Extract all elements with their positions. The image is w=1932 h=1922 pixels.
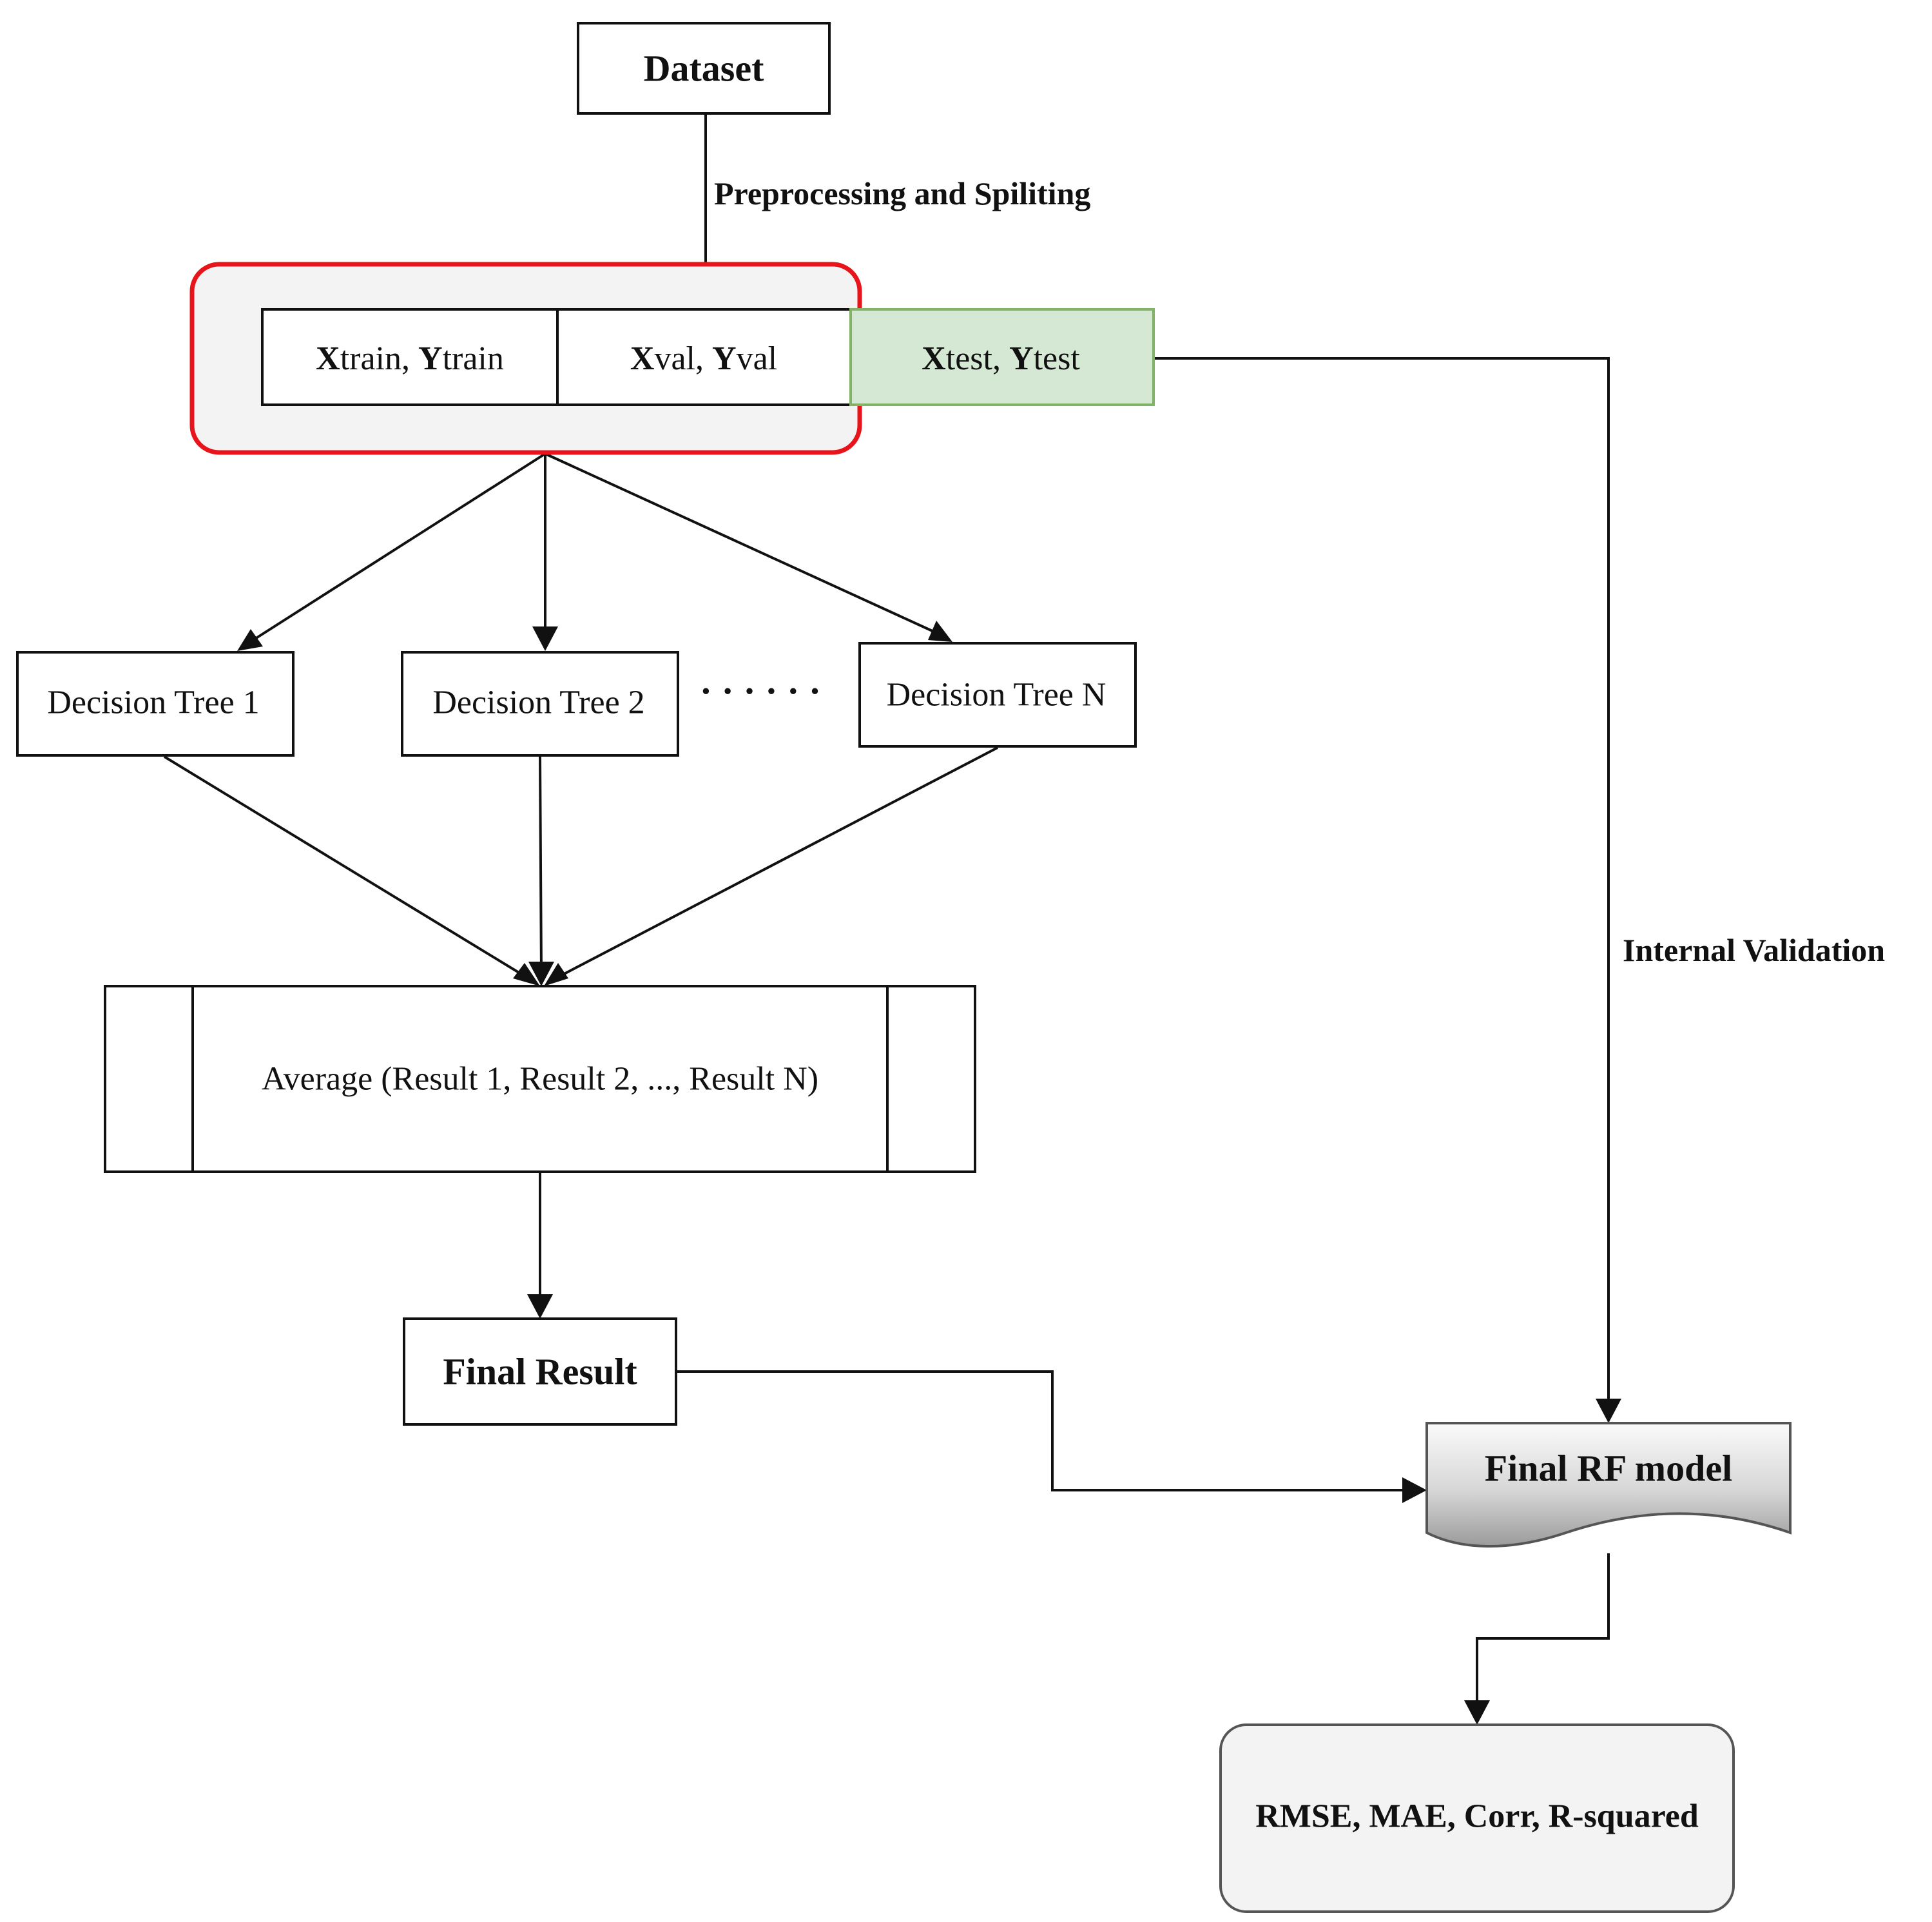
decision-tree-1-label: Decision Tree 1 [47,684,259,721]
train-y: Y [418,340,443,377]
metrics-node: RMSE, MAE, Corr, R-squared [1219,1723,1735,1913]
arrowhead-average-3 [544,963,568,986]
dataset-node: Dataset [577,22,831,115]
decision-tree-n-label: Decision Tree N [887,677,1106,713]
test-x: X [922,340,946,377]
decision-tree-n-node: Decision Tree N [858,642,1137,748]
test-y: Y [1009,340,1034,377]
arrowhead-tree1 [237,629,263,651]
decision-tree-1-node: Decision Tree 1 [16,651,295,757]
val-node: Xval, Yval [556,308,854,406]
decision-tree-2-node: Decision Tree 2 [401,651,679,757]
arrowhead-final-result [527,1294,553,1319]
train-y-rest: train [443,340,504,377]
arrowhead-model-left [1402,1477,1427,1503]
decision-tree-2-label: Decision Tree 2 [432,684,644,721]
edge-split-to-tree1 [247,452,546,645]
connectors [163,113,1610,1707]
edge-tree1-to-average [163,755,530,980]
internal-validation-label: Internal Validation [1623,932,1885,968]
val-x-rest: val, [654,340,712,377]
test-label: Xtest, Ytest [922,340,1080,377]
val-y: Y [712,340,737,377]
arrowhead-model-top [1596,1399,1621,1423]
final-result-node: Final Result [403,1317,677,1426]
val-label: Xval, Yval [630,340,777,377]
final-rf-model-label: Final RF model [1485,1448,1733,1490]
edge-final-result-to-model [677,1370,1410,1491]
dataset-label: Dataset [644,48,765,90]
final-rf-model-node: Final RF model [1425,1422,1792,1548]
train-label: Xtrain, Ytrain [316,340,504,377]
edge-split-to-treeN [545,452,942,636]
edge-tree2-to-average [539,756,543,975]
val-x: X [630,340,655,377]
preprocessing-edge-label: Preprocessing and Spiliting [714,175,1090,211]
arrowhead-tree2 [532,626,558,651]
arrowhead-metrics [1464,1700,1490,1725]
test-x-rest: test, [946,340,1009,377]
val-y-rest: val [737,340,778,377]
train-x: X [316,340,340,377]
trees-ellipsis: · · · · · · [700,670,822,712]
train-node: Xtrain, Ytrain [261,308,559,406]
average-label: Average (Result 1, Result 2, ..., Result… [262,1061,818,1098]
edge-model-to-metrics [1476,1553,1610,1707]
test-y-rest: test [1034,340,1081,377]
test-node: Xtest, Ytest [849,308,1155,406]
edge-treeN-to-average [555,746,998,980]
arrowhead-average-1 [513,963,540,986]
average-node: Average (Result 1, Result 2, ..., Result… [104,985,976,1173]
edge-test-to-model [1155,357,1610,1410]
arrowhead-treeN [928,621,952,642]
train-x-rest: train, [340,340,418,377]
metrics-label: RMSE, MAE, Corr, R-squared [1255,1798,1699,1835]
arrowhead-average-2 [528,962,554,986]
final-result-label: Final Result [443,1351,637,1393]
